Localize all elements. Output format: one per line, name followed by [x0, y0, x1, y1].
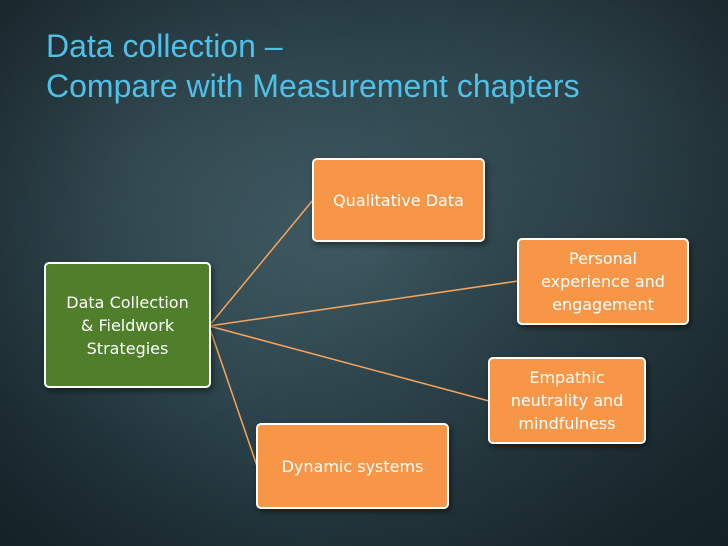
- connector-dynamic-systems: [208, 325, 258, 467]
- connector-qualitative-data: [208, 199, 314, 327]
- root-node-label: Data Collection & Fieldwork Strategies: [66, 292, 189, 358]
- branch-node-empathic-neutrality: Empathic neutrality and mindfulness: [488, 357, 646, 444]
- branch-node-label: Qualitative Data: [333, 190, 464, 210]
- branch-node-dynamic-systems: Dynamic systems: [256, 423, 449, 509]
- slide-title-line-1: Data collection –: [46, 28, 283, 64]
- slide-title: Data collection – Compare with Measureme…: [46, 26, 580, 106]
- connector-personal-experience: [208, 280, 519, 327]
- branch-node-label: Empathic neutrality and mindfulness: [510, 368, 624, 433]
- root-node-data-collection: Data Collection & Fieldwork Strategies: [44, 262, 211, 388]
- connector-empathic-neutrality: [208, 325, 490, 402]
- branch-node-personal-experience: Personal experience and engagement: [517, 238, 689, 325]
- branch-node-label: Personal experience and engagement: [541, 249, 665, 314]
- branch-node-label: Dynamic systems: [281, 456, 424, 476]
- branch-node-qualitative-data: Qualitative Data: [312, 158, 485, 242]
- slide-title-line-2: Compare with Measurement chapters: [46, 68, 580, 104]
